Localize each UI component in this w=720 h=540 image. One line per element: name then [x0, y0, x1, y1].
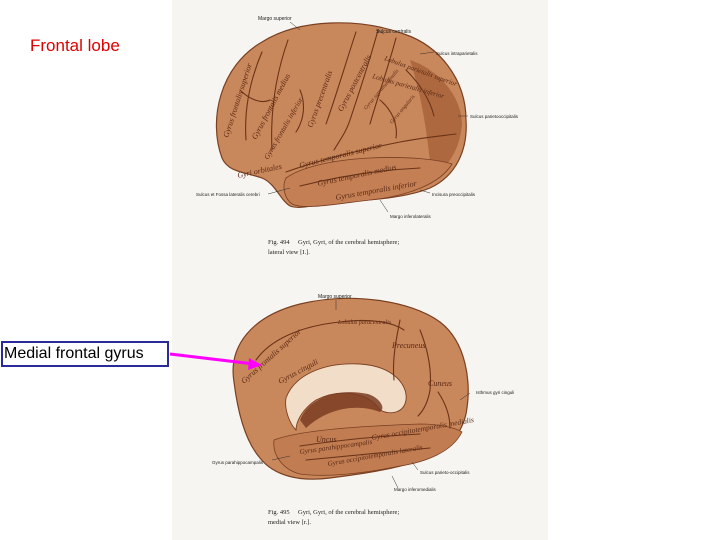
medial-frontal-gyrus-callout: Medial frontal gyrus: [1, 341, 169, 367]
medial-leader-lines: [271, 300, 471, 489]
lateral-leader-lines: [267, 21, 468, 213]
lateral-sulci: [239, 29, 457, 187]
lat-caption-fig-number: Fig. 494: [268, 239, 290, 246]
med-caption-fig-number: Fig. 495: [268, 509, 290, 516]
med-lobulus-paracentralis: Lobulus paracentralis: [337, 320, 392, 326]
lat-caption-line-1: Gyri, Gyri, of the cerebral hemisphere;: [298, 239, 399, 246]
lat-label-sulcus-intraparietalis: Sulcus intraparietalis: [436, 51, 478, 56]
pointer-arrow: [169, 352, 262, 370]
lateral-temporal-lobe: [283, 157, 453, 207]
lat-caption-line-2: lateral view [I.].: [268, 249, 310, 256]
medial-sulci: [255, 319, 451, 461]
med-label-margo-superior: Margo superior: [318, 294, 352, 300]
lat-label-sulcus-fossa-lateralis: Sulcus et Fossa lateralis cerebri: [196, 192, 260, 197]
medial-brain-figure: Gyrus frontalis superior Gyrus cinguli L…: [212, 294, 514, 526]
lat-label-sulcus-centralis: Sulcus centralis: [376, 29, 412, 35]
lat-label-incisura-preoccipitalis: Incisura preoccipitalis: [432, 192, 476, 197]
slide-title: Frontal lobe: [30, 36, 120, 55]
med-label-sulcus-parieto-occipitalis: Sulcus parieto-occipitalis: [420, 470, 470, 475]
med-label-margo-inferomedialis: Margo inferomedialis: [394, 487, 437, 492]
lateral-occipital-shade: [410, 60, 462, 176]
med-label-isthmus: Isthmus gyri cinguli: [476, 390, 514, 395]
med-caption-line-2: medial view [r.].: [268, 519, 311, 526]
medial-temporal-lower: [273, 423, 463, 476]
med-cuneus: Cuneus: [428, 379, 452, 388]
med-precuneus: Precuneus: [391, 341, 425, 350]
med-label-gyrus-parahippocampalis: Gyrus parahippocampalis: [212, 460, 264, 465]
lat-label-sulcus-parietooccipitalis: Sulcus parietooccipitalis: [470, 114, 519, 119]
lat-label-margo-inferolateralis: Margo inferolateralis: [390, 214, 432, 219]
med-uncus: Uncus: [316, 435, 336, 444]
medial-inner-shadow: [300, 392, 383, 428]
med-caption-line-1: Gyri, Gyri, of the cerebral hemisphere;: [298, 509, 399, 516]
lateral-brain-figure: Gyrus frontalis superior Gyrus frontalis…: [196, 16, 519, 256]
lat-label-margo-superior: Margo superior: [258, 16, 292, 22]
